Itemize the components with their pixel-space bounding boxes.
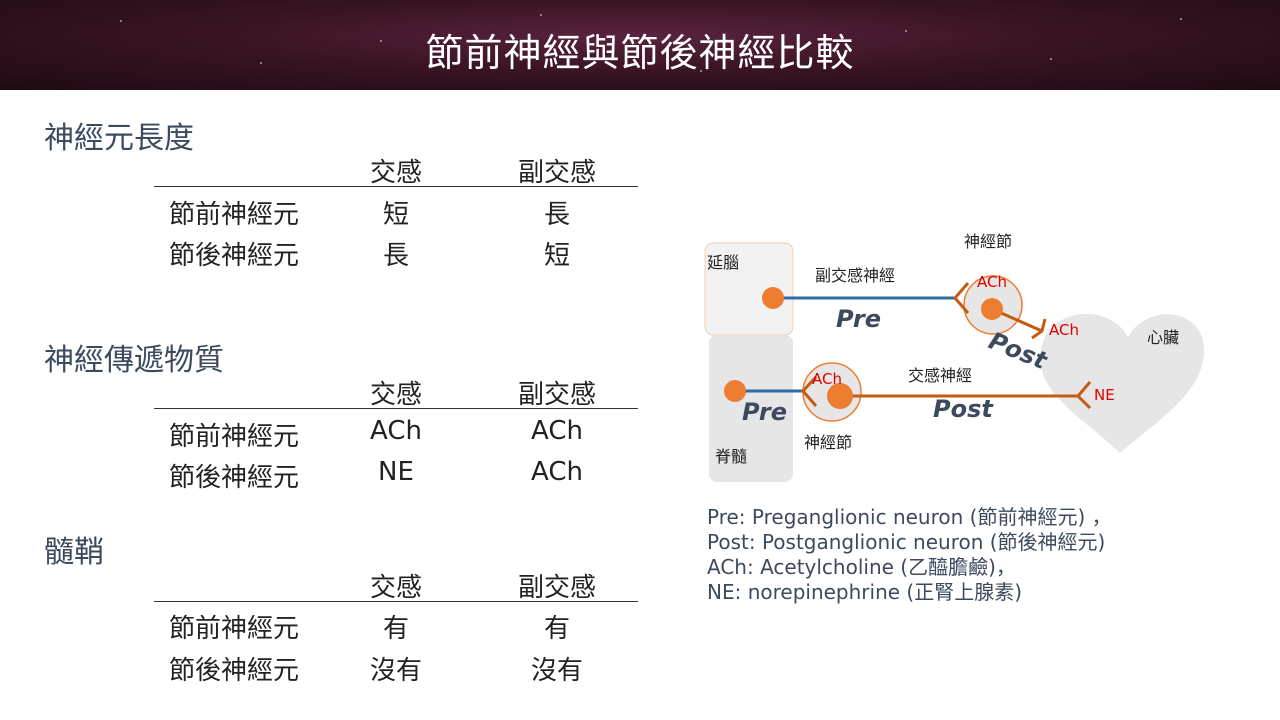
header-rule xyxy=(154,408,638,409)
section-heading-myelin: 髓鞘 xyxy=(44,535,104,570)
section-heading-transmitter: 神經傳遞物質 xyxy=(44,343,224,378)
col-header-parasympathetic: 副交感 xyxy=(517,380,596,410)
ganglion-top-label: 神經節 xyxy=(964,232,1012,251)
sym-nerve-label: 交感神經 xyxy=(908,366,972,385)
row-label: 節前神經元 xyxy=(168,614,299,644)
pre-bottom-label: Pre xyxy=(742,398,787,426)
para-nerve-label: 副交感神經 xyxy=(815,266,895,285)
cell-parasympathetic: 長 xyxy=(543,200,570,230)
col-header-sympathetic: 交感 xyxy=(369,380,422,410)
para-pre-soma xyxy=(762,287,784,309)
pre-top-label: Pre xyxy=(836,305,881,333)
cell-sympathetic: 短 xyxy=(382,200,409,230)
para-post-soma xyxy=(981,298,1003,320)
row-label: 節後神經元 xyxy=(168,656,299,686)
table-row: 節後神經元 沒有 沒有 xyxy=(154,650,638,690)
section-heading-length: 神經元長度 xyxy=(44,121,194,156)
para-post-terminal xyxy=(1031,318,1047,340)
heart-label: 心臟 xyxy=(1147,328,1179,347)
cell-sympathetic: ACh xyxy=(370,416,422,446)
header-rule xyxy=(154,601,638,602)
post-bottom-label: Post xyxy=(933,395,994,423)
row-label: 節後神經元 xyxy=(168,463,299,493)
legend-line: NE: norepinephrine (正腎上腺素) xyxy=(707,580,1023,604)
sym-post-soma xyxy=(827,383,853,409)
legend-line: Post: Postganglionic neuron (節後神經元) xyxy=(707,530,1106,554)
table-row: 節前神經元 短 長 xyxy=(154,194,638,234)
sym-pre-soma xyxy=(724,380,746,402)
row-label: 節前神經元 xyxy=(168,200,299,230)
header-rule xyxy=(154,186,638,187)
cell-sympathetic: 有 xyxy=(382,614,409,644)
heart-shape xyxy=(1040,313,1204,453)
col-header-parasympathetic: 副交感 xyxy=(517,573,596,603)
legend-line: Pre: Preganglionic neuron (節前神經元) ， xyxy=(707,505,1112,529)
cell-parasympathetic: 有 xyxy=(543,614,570,644)
cell-sympathetic: 長 xyxy=(382,241,409,271)
para-pre-terminal xyxy=(953,282,970,314)
cell-parasympathetic: 短 xyxy=(543,241,570,271)
cell-parasympathetic: ACh xyxy=(531,457,583,487)
post-top-label: Post xyxy=(985,327,1052,376)
table-row: 節後神經元 NE ACh xyxy=(154,457,638,497)
table-row: 節後神經元 長 短 xyxy=(154,235,638,275)
row-label: 節後神經元 xyxy=(168,241,299,271)
ach-ganglion-top: ACh xyxy=(977,273,1007,291)
autonomic-pathway-diagram: 延腦 脊髓 心臟 神經節 神經節 副交感神經 交感神經 Pre Post Pre… xyxy=(704,232,1204,482)
cell-parasympathetic: 沒有 xyxy=(530,656,583,686)
sym-post-terminal xyxy=(1075,381,1092,410)
col-header-parasympathetic: 副交感 xyxy=(517,158,596,188)
cell-sympathetic: NE xyxy=(378,457,414,487)
ganglion-bottom-label: 神經節 xyxy=(804,433,852,452)
spinal-cord-box xyxy=(709,335,793,482)
table-row: 節前神經元 ACh ACh xyxy=(154,416,638,456)
sym-pre-terminal xyxy=(800,375,818,407)
slide-title: 節前神經與節後神經比較 xyxy=(425,31,855,75)
table-row: 節前神經元 有 有 xyxy=(154,608,638,648)
col-header-sympathetic: 交感 xyxy=(369,158,422,188)
ach-ganglion-bottom: ACh xyxy=(812,370,842,388)
spinal-cord-label: 脊髓 xyxy=(715,447,747,466)
legend-line: ACh: Acetylcholine (乙醯膽鹼)， xyxy=(707,555,1016,579)
ach-heart: ACh xyxy=(1049,321,1079,339)
ne-heart: NE xyxy=(1094,386,1115,404)
cell-sympathetic: 沒有 xyxy=(369,656,422,686)
abbreviation-legend: Pre: Preganglionic neuron (節前神經元) ， Post… xyxy=(707,505,1112,605)
title-banner: 節前神經與節後神經比較 xyxy=(0,0,1280,90)
cell-parasympathetic: ACh xyxy=(531,416,583,446)
row-label: 節前神經元 xyxy=(168,422,299,452)
col-header-sympathetic: 交感 xyxy=(369,573,422,603)
medulla-label: 延腦 xyxy=(707,253,739,272)
